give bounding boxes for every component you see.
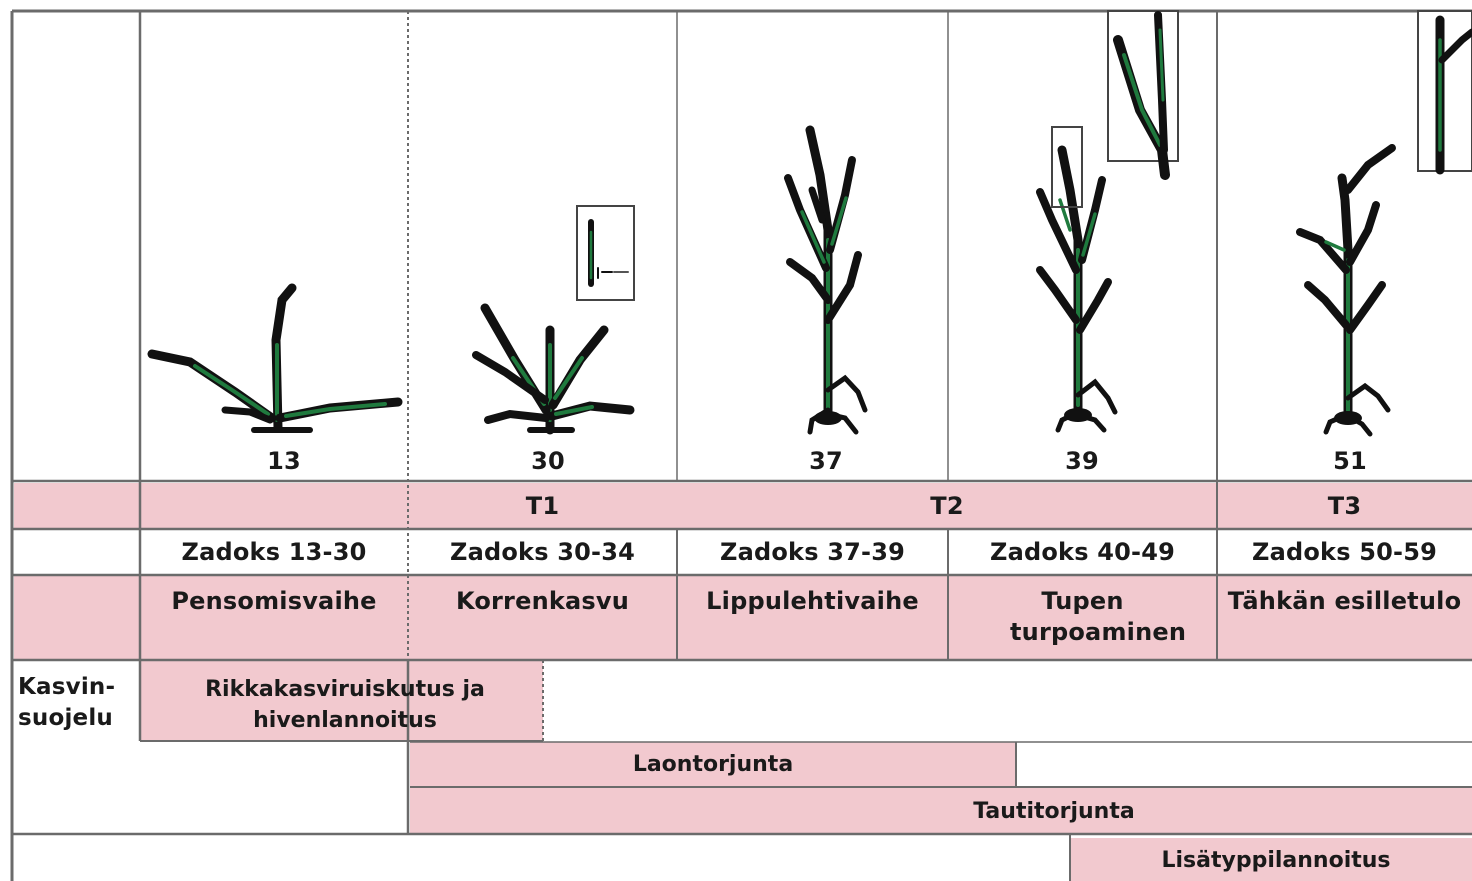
zadoks-range: Zadoks 37-39 <box>677 537 948 567</box>
stage-number: 39 <box>1042 446 1122 476</box>
zadoks-range: Zadoks 50-59 <box>1217 537 1472 567</box>
row-label-plant-protection: Kasvin-suojelu <box>18 672 130 734</box>
stage-number: 30 <box>508 446 588 476</box>
bar-disease-control: Tautitorjunta <box>410 799 1472 825</box>
zadoks-range: Zadoks 40-49 <box>948 537 1217 567</box>
growth-phase: Lippulehtivaihe <box>677 586 948 616</box>
plant-stage-13-icon <box>152 288 398 430</box>
plant-stage-39-icon <box>1040 11 1178 430</box>
bar-lodging-control: Laontorjunta <box>410 752 1016 778</box>
growth-phase: Pensomisvaihe <box>140 586 408 616</box>
plant-stage-51-icon <box>1300 11 1472 434</box>
stage-number: 13 <box>244 446 324 476</box>
growth-phase: Tupen turpoaminen <box>1010 586 1155 648</box>
plant-stage-30-icon <box>476 206 634 430</box>
bar-weed-control: Rikkakasviruiskutus ja hivenlannoitus <box>180 674 510 736</box>
treatment-t3: T3 <box>1217 491 1472 521</box>
bar-nitrogen-fertilization: Lisätyppilannoitus <box>1070 848 1472 874</box>
treatment-t1: T1 <box>408 491 677 521</box>
plant-stage-37-icon <box>788 130 865 432</box>
zadoks-range: Zadoks 30-34 <box>408 537 677 567</box>
stage-number: 51 <box>1310 446 1390 476</box>
stage-number: 37 <box>786 446 866 476</box>
zadoks-range: Zadoks 13-30 <box>140 537 408 567</box>
growth-phase: Tähkän esilletulo <box>1217 586 1472 616</box>
growth-phase: Korrenkasvu <box>408 586 677 616</box>
treatment-t2: T2 <box>677 491 1217 521</box>
